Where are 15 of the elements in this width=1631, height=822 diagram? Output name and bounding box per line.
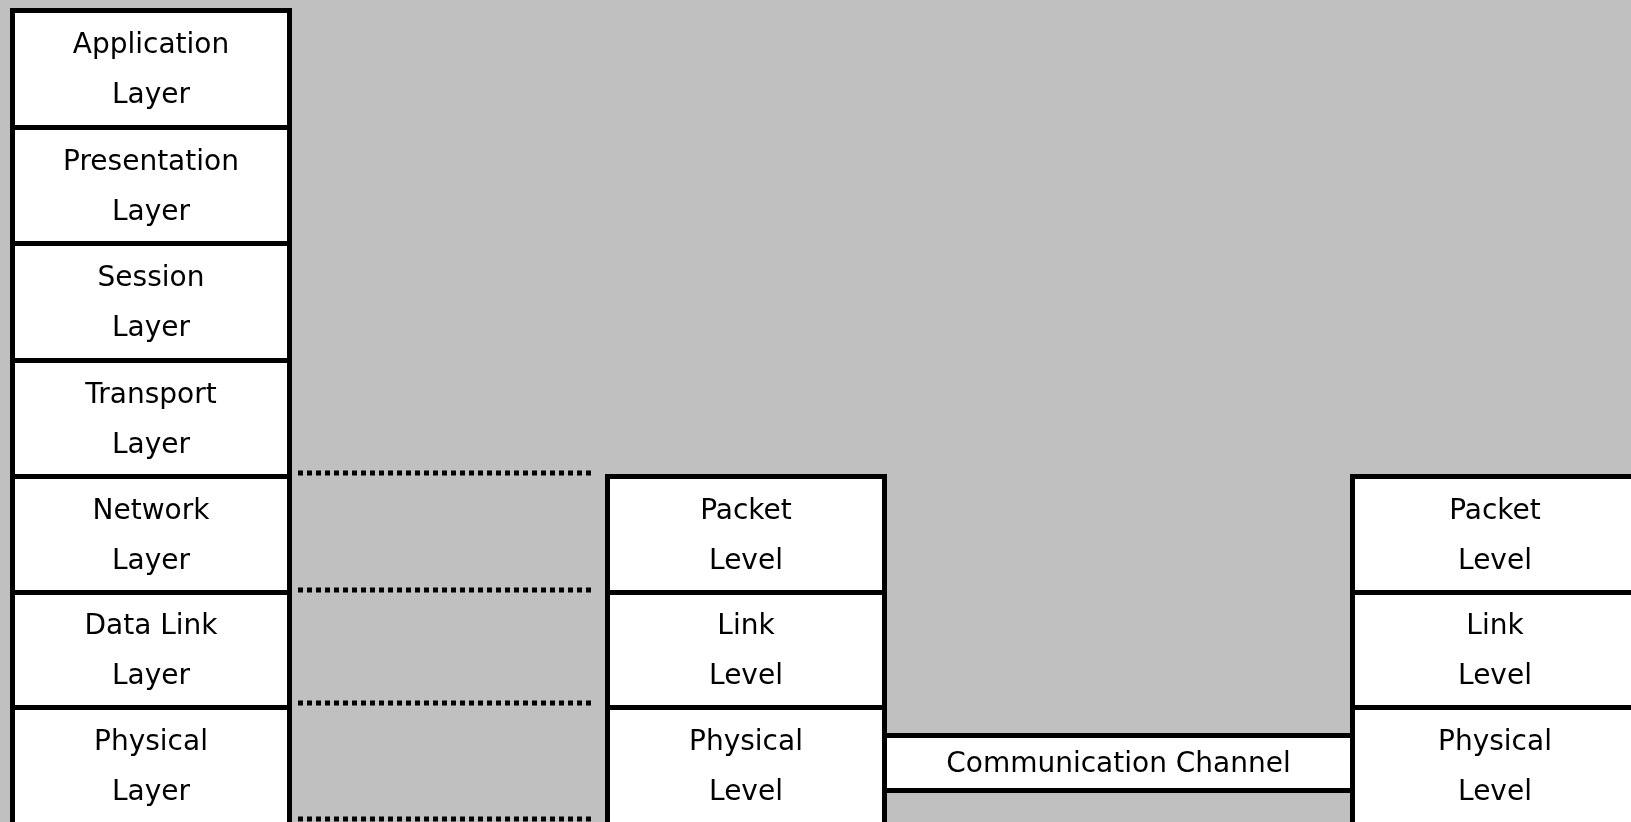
box-label: Link Level (708, 607, 784, 693)
box-label: Application Layer (71, 26, 231, 112)
box-label: Presentation Layer (62, 142, 240, 229)
box-label: Packet Level (699, 491, 793, 578)
box-label: Session Layer (96, 259, 206, 345)
box-label: Network Layer (91, 491, 211, 578)
box-label: Physical Layer (93, 723, 209, 809)
box-label: Packet Level (1448, 491, 1542, 578)
box-label: Physical Level (1437, 723, 1553, 809)
box-label: Communication Channel (946, 745, 1291, 781)
box-label: Link Level (1457, 607, 1533, 693)
layer-box (887, 733, 1350, 793)
box-label: Data Link Layer (83, 607, 219, 693)
box-label: Transport Layer (84, 375, 218, 462)
box-label: Physical Level (688, 723, 804, 809)
